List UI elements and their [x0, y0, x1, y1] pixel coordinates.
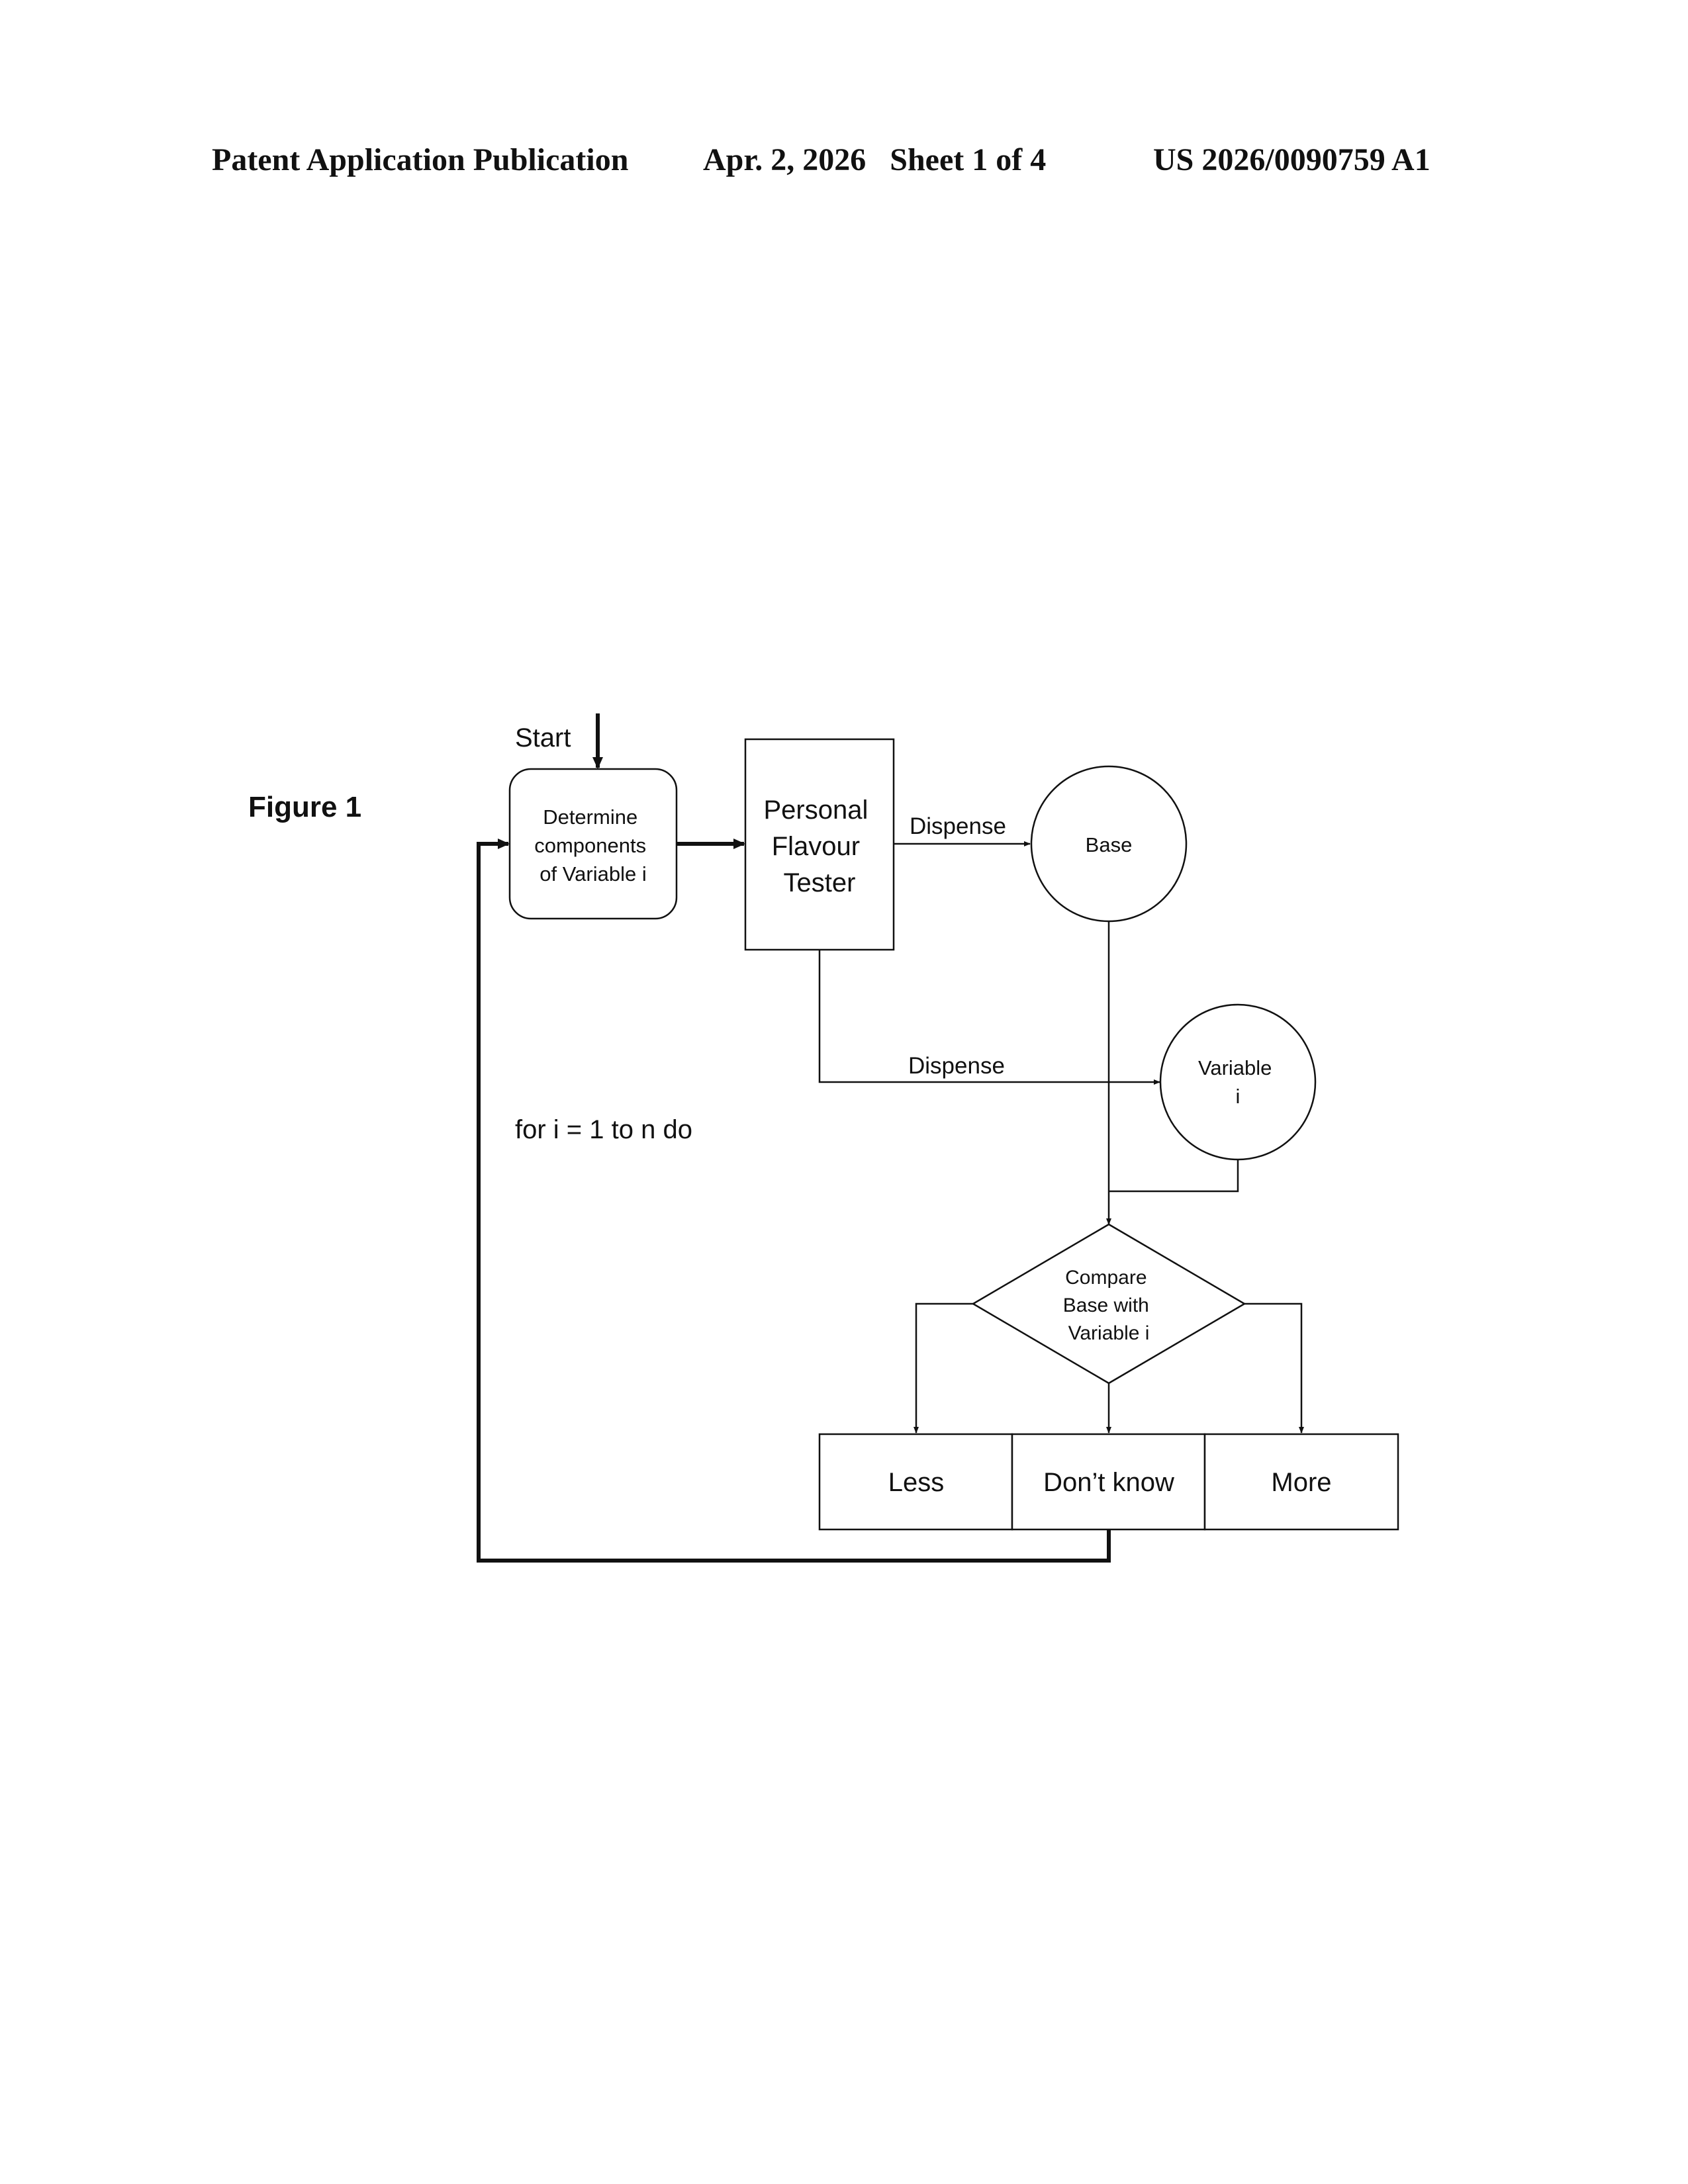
- loop-label: for i = 1 to n do: [515, 1115, 692, 1144]
- outcome-less-label: Less: [888, 1468, 945, 1497]
- compare-line-2: Base with: [1063, 1295, 1149, 1316]
- compare-to-more-arrow: [1244, 1304, 1301, 1433]
- variable-to-compare-connector: [1109, 1160, 1238, 1191]
- compare-line-1: Compare: [1065, 1267, 1147, 1289]
- dispense-bottom-label: Dispense: [908, 1053, 1005, 1079]
- variable-circle: [1160, 1005, 1315, 1160]
- svg-text:Compare Base with Vari: Compare Base with Variable i: [1063, 1267, 1154, 1344]
- compare-to-less-arrow: [916, 1304, 973, 1433]
- variable-line-1: Variable: [1198, 1056, 1272, 1079]
- start-label: Start: [515, 723, 571, 752]
- determine-line-3: of Variable i: [539, 862, 646, 886]
- outcome-more-label: More: [1271, 1468, 1331, 1497]
- variable-line-2: i: [1236, 1085, 1241, 1108]
- figure-label: Figure 1: [248, 791, 361, 823]
- svg-text:Determine components o: Determine components of Variable i: [534, 805, 652, 886]
- determine-line-2: components: [534, 834, 646, 857]
- outcome-dont-know-label: Don’t know: [1043, 1468, 1174, 1497]
- dispense-top-label: Dispense: [910, 813, 1006, 839]
- tester-line-3: Tester: [784, 868, 856, 897]
- determine-line-1: Determine: [543, 805, 637, 829]
- tester-line-1: Personal: [764, 796, 868, 825]
- tester-line-2: Flavour: [772, 832, 860, 861]
- base-label: Base: [1086, 833, 1133, 856]
- compare-line-3: Variable i: [1068, 1322, 1150, 1344]
